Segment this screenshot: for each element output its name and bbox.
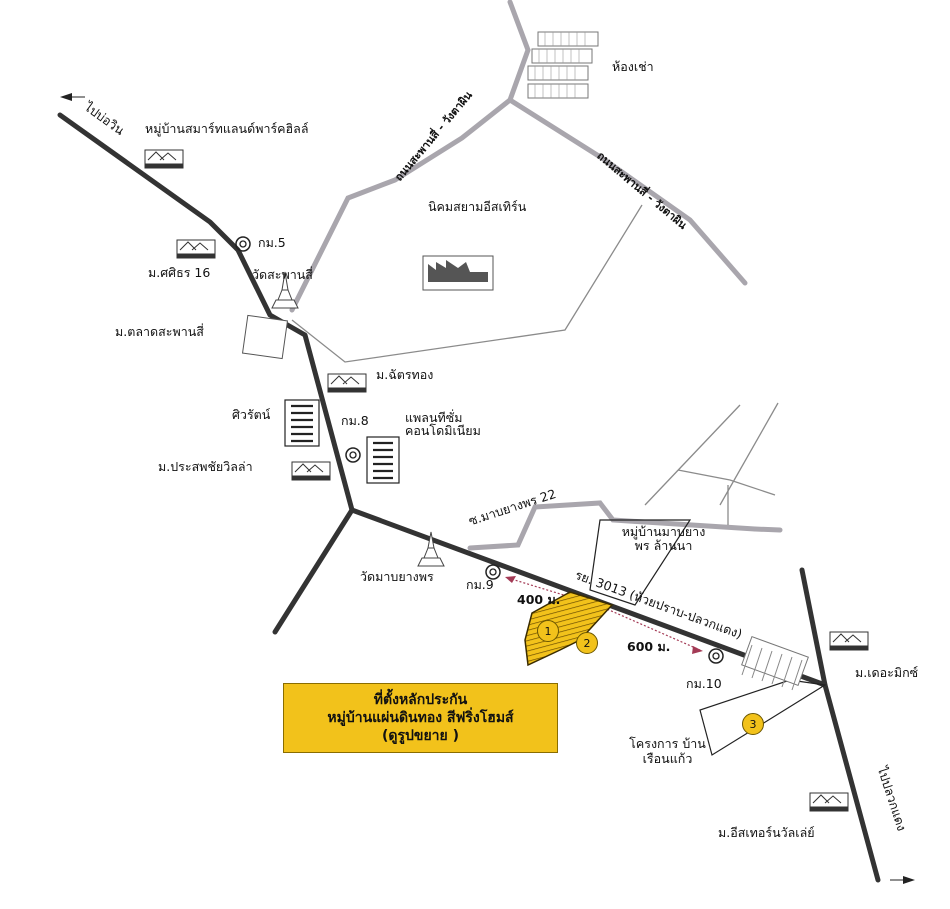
smartland-house-icon bbox=[144, 149, 184, 169]
collateral-plot bbox=[524, 591, 614, 667]
callout-line-1: ที่ตั้งหลักประกัน bbox=[373, 691, 468, 708]
label-demix: ม.เดอะมิกซ์ bbox=[855, 665, 919, 680]
distance-arrows bbox=[507, 577, 701, 651]
grey-roads bbox=[289, 0, 783, 551]
plot-badge-2: 2 bbox=[576, 632, 598, 654]
factory-icon bbox=[422, 255, 494, 291]
km8-marker-icon bbox=[345, 447, 361, 463]
collateral-callout: ที่ตั้งหลักประกัน หมู่บ้านแผ่นดินทอง สีฟ… bbox=[283, 683, 558, 753]
arrow-bottom-right bbox=[903, 876, 915, 884]
road-soi-22 bbox=[467, 500, 758, 551]
label-dist-400: 400 ม. bbox=[517, 592, 561, 607]
thin-roads bbox=[291, 204, 779, 525]
chatthong-house-icon bbox=[327, 373, 367, 393]
road-soi-22-branch bbox=[752, 526, 783, 533]
road-right-north bbox=[799, 567, 828, 688]
rental-rooms bbox=[527, 31, 599, 99]
arrow-top-left bbox=[60, 93, 72, 101]
label-chatthong: ม.ฉัตรทอง bbox=[376, 367, 434, 382]
label-km8: กม.8 bbox=[341, 413, 369, 428]
talad-square bbox=[241, 314, 289, 360]
km9-marker-icon bbox=[485, 564, 501, 580]
eastern-house-icon bbox=[809, 792, 849, 812]
callout-line-2: หมู่บ้านแผ่นดินทอง สีฟริ่งโฮมส์ bbox=[327, 709, 514, 726]
label-sisithorn: ม.ศศิธร 16 bbox=[148, 265, 211, 280]
plot-badge-3: 3 bbox=[742, 713, 764, 735]
road-sapansi-wangtaphin-2 bbox=[507, 97, 748, 286]
km5-marker-icon bbox=[235, 236, 251, 252]
label-wat-saphan: วัดสะพานสี่ bbox=[252, 267, 313, 282]
label-condo: แพลนทีซั่ม คอนโดมิเนียม bbox=[405, 410, 481, 438]
label-lanna: หมู่บ้านมาบยางพร ล้านนา bbox=[621, 524, 706, 553]
road-branch-left bbox=[272, 507, 355, 635]
rental-stripes bbox=[741, 644, 803, 691]
sisithorn-house-icon bbox=[176, 239, 216, 259]
wat-mab-pagoda-icon bbox=[417, 531, 445, 567]
plot-badge-1: 1 bbox=[537, 620, 559, 642]
label-km5: กม.5 bbox=[258, 235, 286, 250]
label-smartland: หมู่บ้านสมาร์ทแลนด์พาร์คฮิลล์ bbox=[145, 121, 309, 136]
km10-marker-icon bbox=[708, 648, 724, 664]
wat-saphan-pagoda-icon bbox=[271, 271, 299, 309]
label-km10: กม.10 bbox=[686, 676, 722, 691]
main-roads bbox=[57, 112, 881, 883]
label-prasop: ม.ประสพชัยวิลล่า bbox=[158, 459, 253, 474]
siwat-building-icon bbox=[284, 399, 320, 447]
rental-near-km10 bbox=[741, 636, 809, 686]
label-project: โครงการ บ้านเรือนแก้ว bbox=[629, 736, 706, 766]
condo-building-icon bbox=[366, 436, 400, 484]
label-rental: ห้องเช่า bbox=[612, 59, 654, 74]
prasop-house-icon bbox=[291, 461, 331, 481]
label-siwat: ศิวรัตน์ bbox=[232, 407, 271, 422]
label-eastern: ม.อีสเทอร์นวัลเล่ย์ bbox=[718, 825, 815, 840]
label-dist-600: 600 ม. bbox=[627, 639, 671, 654]
label-km9: กม.9 bbox=[466, 577, 494, 592]
road-to-bowin bbox=[57, 112, 881, 883]
label-estate: นิคมสยามอีสเทิร์น bbox=[428, 199, 527, 214]
demix-house-icon bbox=[829, 631, 869, 651]
lanna-outline bbox=[589, 519, 692, 606]
callout-line-3: (ดูรูปขยาย ) bbox=[381, 728, 459, 745]
house-icons bbox=[144, 149, 869, 812]
road-sapansi-wangtaphin-1 bbox=[289, 0, 531, 313]
label-wat-mab: วัดมาบยางพร bbox=[360, 569, 434, 584]
label-talad: ม.ตลาดสะพานสี่ bbox=[115, 324, 204, 339]
km-markers bbox=[235, 236, 724, 664]
